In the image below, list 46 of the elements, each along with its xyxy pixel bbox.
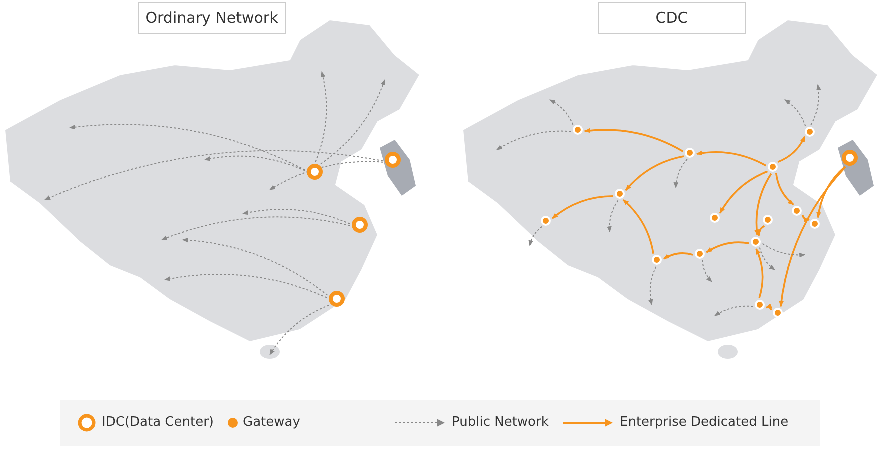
arrow [756,225,766,236]
legend-label: Enterprise Dedicated Line [620,415,789,430]
arrow [810,84,822,126]
arrow [161,216,351,240]
arrow [552,196,614,220]
arrow [702,260,712,282]
arrow [766,304,772,311]
arrow [775,173,794,206]
arrow [696,150,767,167]
arrow [648,266,657,306]
arrow [674,159,688,189]
arrow [779,166,846,308]
arrow [164,274,328,298]
arrow [270,304,330,356]
arrow [69,124,306,171]
arrow [625,156,684,192]
arrow [706,242,750,254]
arrow [269,161,384,190]
arrow [784,100,806,127]
legend-label: Public Network [452,415,549,430]
arrow [44,150,384,200]
arrow [182,238,328,296]
arrow [549,100,574,126]
arrow [663,252,694,260]
arrow [816,166,846,218]
arrow [528,226,543,247]
arrow [204,156,306,172]
arrow [754,173,772,236]
arrow [802,214,810,222]
arrow [762,243,806,258]
legend-label: IDC(Data Center) [102,415,214,430]
arrow [607,200,619,233]
arrow [320,79,386,165]
legend-label: Gateway [243,415,300,430]
arrow [242,209,351,225]
panel-title: Ordinary Network [138,2,286,34]
arrow [778,136,806,164]
arrow [496,130,572,150]
arrow [756,248,764,298]
arrow [622,199,654,254]
panel-title: CDC [598,2,746,34]
arrow [315,71,328,163]
arrow [584,128,684,152]
arrow [759,247,776,270]
arrow [714,306,754,316]
arrow [719,170,768,214]
